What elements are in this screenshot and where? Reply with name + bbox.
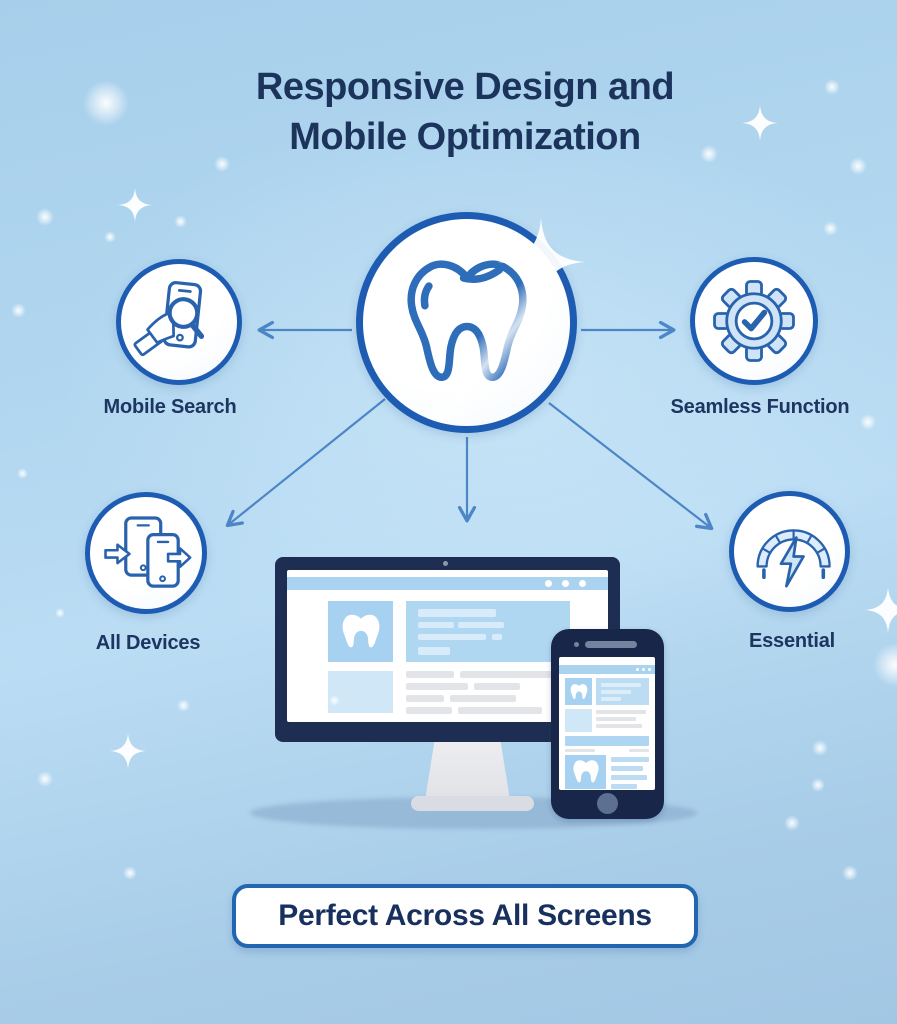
speed-gauge-icon: [755, 528, 831, 588]
bottom-banner: Perfect Across All Screens: [232, 884, 698, 948]
sparkle-glow: [842, 865, 858, 881]
sparkle-glow: [822, 220, 838, 236]
label-mobile-search: Mobile Search: [103, 396, 237, 418]
devices-sync-icon: [104, 516, 192, 588]
node-mobile-search: [116, 259, 242, 385]
node-essential: [729, 491, 850, 612]
banner-label: Perfect Across All Screens: [278, 899, 652, 932]
sparkle-star-icon: [865, 587, 897, 633]
center-node-tooth: [356, 212, 577, 433]
header-dot: [562, 580, 569, 587]
node-all-devices: [85, 492, 207, 614]
tooth-thumbnail: [328, 601, 393, 662]
header-dot: [648, 668, 651, 671]
sparkle-glow: [784, 815, 800, 831]
speaker-bar-icon: [585, 641, 637, 648]
sparkle-glow: [849, 157, 867, 175]
label-essential: Essential: [748, 630, 836, 652]
browser-header-bar: [559, 665, 655, 674]
home-button: [597, 793, 618, 814]
sparkle-star-icon: [110, 733, 146, 769]
sparkle-glow: [811, 778, 825, 792]
sparkle-glow: [328, 694, 340, 706]
browser-header-bar: [287, 577, 608, 590]
phone-screen: [559, 657, 655, 790]
sparkle-glow: [55, 608, 65, 618]
monitor-stand-neck: [425, 742, 510, 800]
label-all-devices: All Devices: [95, 632, 201, 654]
monitor-screen: [287, 570, 608, 722]
sparkle-glow: [824, 79, 840, 95]
tooth-thumbnail: [565, 755, 606, 789]
title-line-2: Mobile Optimization: [289, 116, 641, 158]
header-dot: [636, 668, 639, 671]
monitor-illustration: [275, 557, 620, 742]
label-seamless-function: Seamless Function: [670, 396, 850, 418]
gear-check-icon: [713, 280, 795, 362]
sparkle-glow: [36, 208, 54, 226]
monitor-stand-base: [411, 796, 534, 811]
header-dot: [579, 580, 586, 587]
sparkle-glow: [176, 698, 190, 712]
sparkle-glow: [104, 231, 116, 243]
sparkle-glow: [123, 866, 137, 880]
sparkle-glow: [16, 467, 28, 479]
smartphone-illustration: [551, 629, 664, 819]
page-title: Responsive Design and Mobile Optimizatio…: [150, 62, 780, 162]
sparkle-glow: [173, 214, 187, 228]
camera-dot-icon: [443, 561, 448, 566]
header-dot: [642, 668, 645, 671]
sparkle-glow: [37, 771, 53, 787]
hero-panel: [406, 601, 570, 662]
tooth-thumbnail: [565, 678, 592, 705]
sparkle-star-icon: [118, 188, 152, 222]
sparkle-glow: [10, 302, 26, 318]
sparkle-glow: [812, 740, 828, 756]
image-placeholder: [328, 671, 393, 713]
header-dot: [545, 580, 552, 587]
phone-magnifier-icon: [133, 281, 205, 357]
title-line-1: Responsive Design and: [255, 66, 675, 108]
camera-dot-icon: [574, 642, 579, 647]
sparkle-glow: [83, 80, 129, 126]
node-seamless-function: [690, 257, 818, 385]
ground-shadow: [250, 797, 697, 829]
